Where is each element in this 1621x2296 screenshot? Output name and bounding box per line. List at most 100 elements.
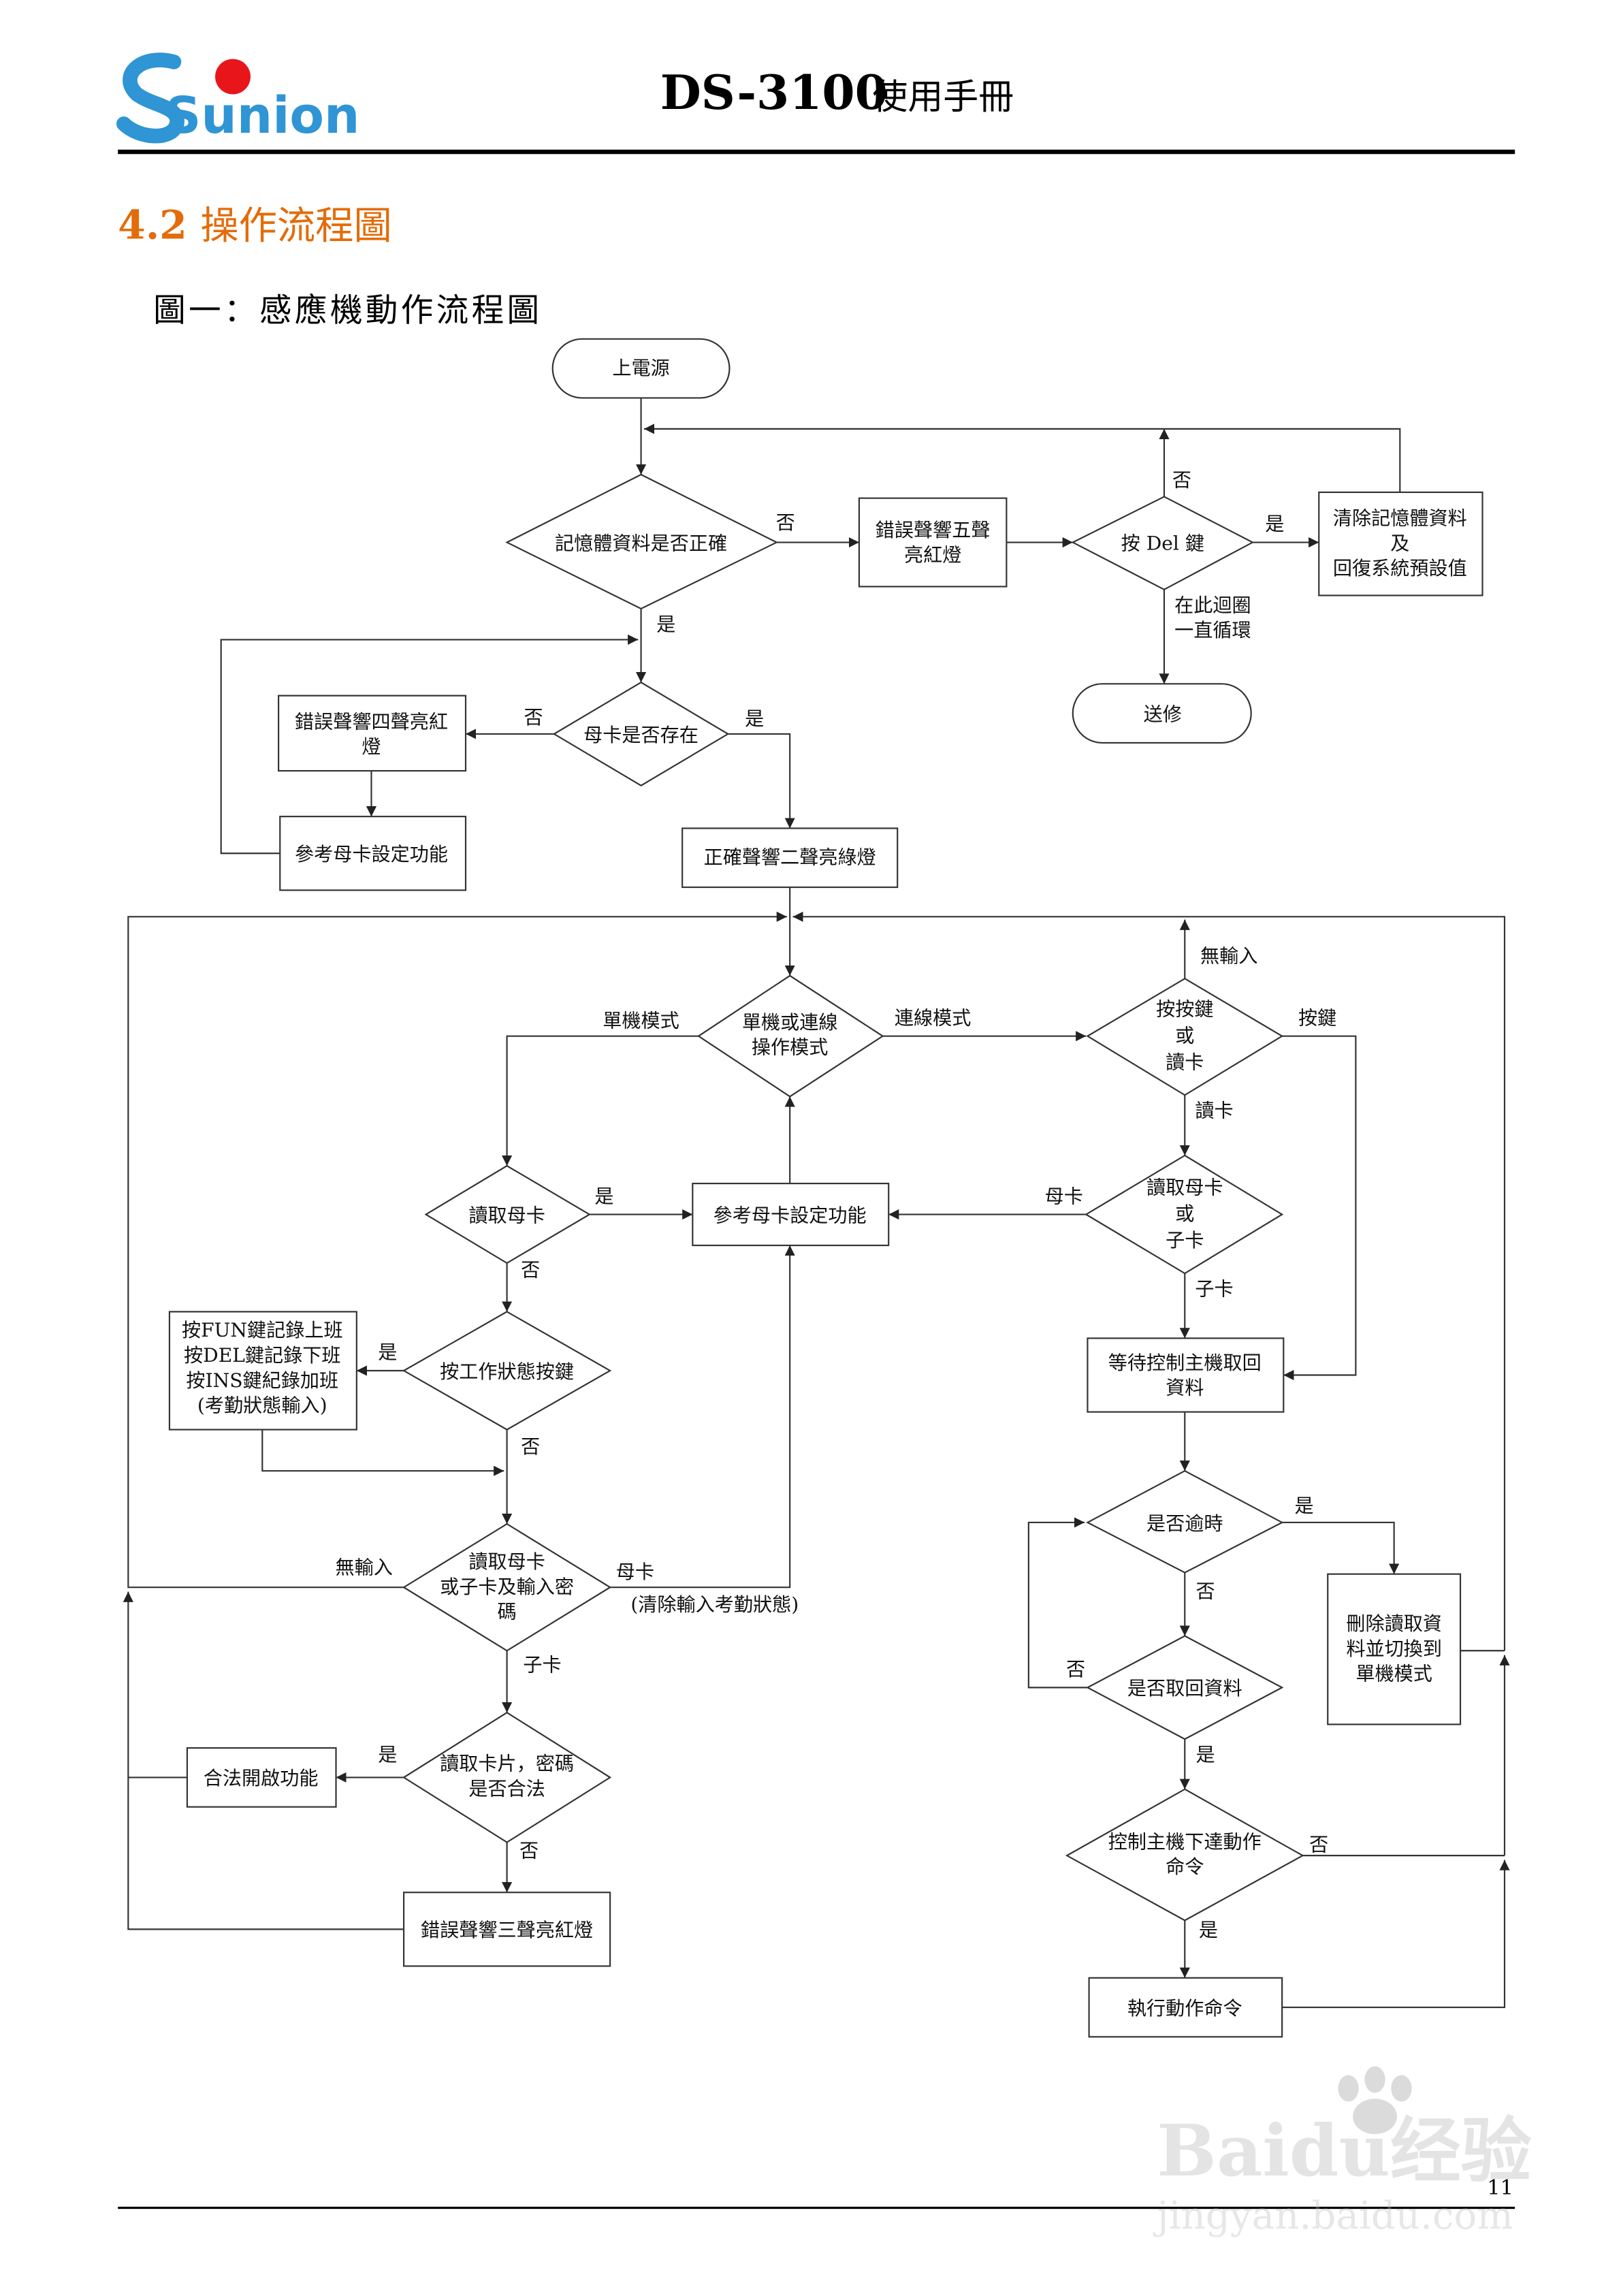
mem-check-label: 記憶體資料是否正確: [555, 532, 727, 554]
wait-host-line1: 等待控制主機取回: [1108, 1352, 1262, 1374]
ref-mother-box-1: [279, 816, 467, 891]
func-keys-line4: (考勤狀態輸入): [197, 1394, 327, 1417]
edge-timeout-no: 否: [1196, 1580, 1215, 1602]
edge-host-yes: 是: [1199, 1919, 1218, 1941]
wait-host-line2: 資料: [1166, 1377, 1204, 1399]
retrieved-label: 是否取回資料: [1127, 1677, 1242, 1700]
ok2-box: [681, 827, 899, 889]
connectors: [123, 398, 1510, 2009]
exec-cmd-label: 執行動作命令: [1127, 1997, 1242, 2020]
err5-box: [858, 497, 1008, 588]
baidu-watermark: Baidu经验 jingyan.baidu.com: [1153, 2066, 1532, 2238]
edge-mother-yes: 是: [745, 707, 764, 730]
watermark-url: jingyan.baidu.com: [1153, 2194, 1513, 2238]
edge-read-mother-no: 否: [521, 1258, 540, 1281]
edge-mother-no: 否: [524, 706, 543, 729]
timeout-label: 是否逾時: [1146, 1512, 1223, 1535]
ok2-label: 正確聲響二聲亮綠燈: [704, 846, 876, 868]
edge-key: 按鍵: [1298, 1006, 1336, 1029]
section-number: 4.2: [118, 202, 187, 249]
mode-decision: [697, 974, 884, 1098]
legal-open-label: 合法開啟功能: [204, 1767, 319, 1789]
host-cmd-line2: 命令: [1166, 1855, 1204, 1878]
edge-read-mother-yes: 是: [594, 1185, 613, 1207]
err3-box: [403, 1892, 611, 1967]
read-input-line2: 或子卡及輸入密: [440, 1576, 574, 1598]
valid-line2: 是否合法: [468, 1777, 545, 1800]
valid-decision: [402, 1711, 612, 1843]
mother-or-child-line3: 子卡: [1166, 1229, 1204, 1251]
delete-switch-line3: 單機模式: [1355, 1663, 1432, 1685]
clear-mem-line3: 回復系統預設值: [1333, 557, 1467, 579]
timeout-decision: [1086, 1469, 1284, 1574]
figure-caption: 圖一：感應機動作流程圖: [153, 292, 542, 330]
repair-label: 送修: [1144, 703, 1182, 725]
clear-mem-line2: 及: [1390, 532, 1409, 554]
clear-mem-line1: 清除記憶體資料: [1333, 507, 1467, 530]
err5-line1: 錯誤聲響五聲: [876, 519, 991, 541]
func-keys-line3: 按INS鍵紀錄加班: [186, 1369, 338, 1392]
edge-retrieved-yes: 是: [1196, 1744, 1215, 1766]
delete-switch-line1: 刪除讀取資: [1346, 1612, 1442, 1635]
func-keys-box: [168, 1311, 357, 1431]
del-key-label: 按 Del 鍵: [1121, 532, 1204, 554]
section-title: 操作流程圖: [200, 204, 391, 249]
edge-del-no: 否: [1172, 468, 1191, 491]
del-key-decision: [1071, 496, 1255, 591]
key-or-card-line1: 按按鍵: [1156, 998, 1213, 1020]
edge-valid-no: 否: [519, 1839, 539, 1862]
node-labels: 上電源 記憶體資料是否正確 錯誤聲響五聲 亮紅燈 按 Del 鍵 清除記憶體資料…: [182, 357, 1467, 2020]
edge-work-no: 否: [521, 1435, 540, 1458]
clear-mem-box: [1318, 491, 1483, 596]
legal-open-box: [186, 1747, 337, 1808]
mem-check-decision: [505, 473, 779, 610]
edge-child-left: 子卡: [523, 1654, 561, 1676]
delete-switch-line2: 料並切換到: [1346, 1638, 1442, 1660]
work-key-label: 按工作狀態按鍵: [440, 1360, 574, 1383]
sunion-logo: Sunion: [116, 52, 359, 145]
key-or-card-line3: 讀卡: [1166, 1051, 1204, 1073]
read-mother-decision: [424, 1164, 591, 1264]
ref-mother-box-2: [692, 1183, 890, 1247]
logo-text: Sunion: [165, 87, 359, 145]
edge-mem-no: 否: [776, 511, 795, 534]
edge-clear-input: (清除輸入考勤狀態): [630, 1593, 799, 1616]
page-number: 11: [1487, 2176, 1513, 2200]
func-keys-line1: 按FUN鍵記錄上班: [182, 1319, 343, 1341]
key-or-card-decision: [1086, 977, 1284, 1096]
loop-note-line2: 一直循環: [1174, 619, 1251, 641]
mode-line1: 單機或連線: [742, 1011, 838, 1034]
mode-line2: 操作模式: [752, 1036, 829, 1059]
edge-host-no: 否: [1309, 1834, 1328, 1856]
edge-child-right: 子卡: [1195, 1278, 1233, 1301]
edge-no-input-left: 無輸入: [335, 1557, 392, 1579]
edge-timeout-yes: 是: [1295, 1495, 1314, 1517]
header: Sunion DS-3100 使用手冊: [116, 52, 1515, 155]
doc-subtitle: 使用手冊: [872, 77, 1014, 118]
edge-labels: 否 是 否 是 否 是 單機模式 連線模式 是 否 無輸入 按鍵 讀卡 母卡 子…: [335, 468, 1336, 1941]
read-input-line1: 讀取母卡: [468, 1550, 545, 1573]
key-or-card-line2: 或: [1175, 1024, 1194, 1047]
host-cmd-line1: 控制主機下達動作: [1108, 1830, 1262, 1853]
edge-mother-left: 母卡: [616, 1561, 654, 1583]
retrieved-decision: [1086, 1635, 1284, 1740]
mother-or-child-decision: [1085, 1154, 1284, 1275]
mother-exists-decision: [552, 681, 730, 786]
host-cmd-decision: [1065, 1788, 1304, 1922]
edge-del-yes: 是: [1265, 513, 1284, 535]
edge-valid-yes: 是: [378, 1744, 397, 1766]
read-input-decision: [402, 1522, 612, 1652]
watermark-brand: Baidu经验: [1157, 2109, 1532, 2193]
delete-switch-box: [1327, 1573, 1462, 1725]
ref-mother-2-label: 參考母卡設定功能: [713, 1204, 867, 1226]
exec-cmd-box: [1088, 1977, 1283, 2038]
start-terminal: [551, 338, 731, 399]
shapes: [168, 338, 1483, 2038]
mother-or-child-line1: 讀取母卡: [1146, 1176, 1223, 1198]
err4-line2: 燈: [362, 735, 381, 758]
edge-no-input-right: 無輸入: [1200, 944, 1257, 967]
loop-note-line1: 在此迴圈: [1174, 594, 1251, 616]
wait-host-box: [1087, 1337, 1285, 1413]
